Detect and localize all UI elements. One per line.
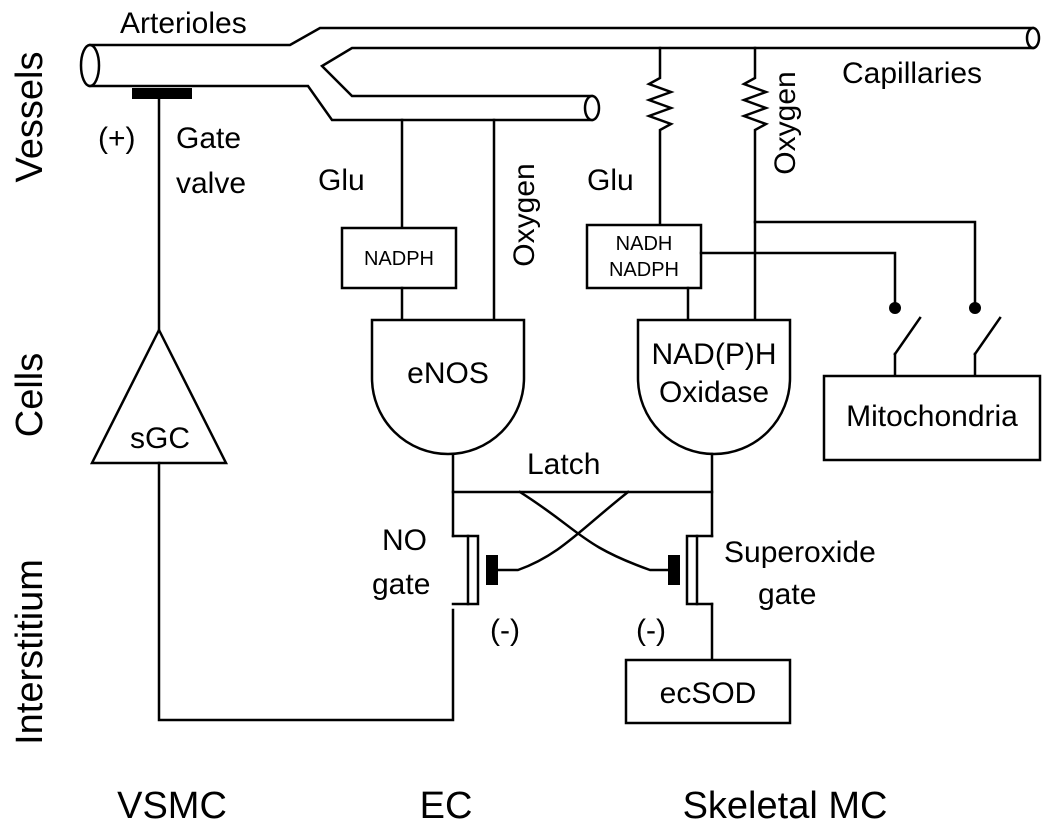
vessel-end-branch <box>583 94 601 122</box>
vessel-end-capillary-right <box>1025 26 1041 50</box>
no-to-sgc-line <box>157 461 455 722</box>
enos-gate <box>370 318 526 456</box>
no-gate-sign: (-) <box>490 614 520 647</box>
oxidase-label-line2: Oxidase <box>659 376 769 409</box>
ecsod-box <box>624 658 792 725</box>
superoxide-gate-sign: (-) <box>636 614 666 647</box>
column-label-ec: EC <box>420 785 473 827</box>
superoxide-gate-channel <box>685 534 699 606</box>
nadph-label: NADPH <box>364 248 434 270</box>
row-label-vessels: Vessels <box>9 52 51 183</box>
sgc-label: sGC <box>130 422 190 455</box>
gate-valve-bar <box>132 88 192 99</box>
vessel-tube <box>88 26 1035 122</box>
superoxide-gate-label-line2: gate <box>758 578 816 611</box>
ecsod-label: ecSOD <box>660 677 757 710</box>
latch-top-line <box>451 452 714 494</box>
no-gate-channel <box>466 534 480 606</box>
mitochondria-box <box>822 374 1042 462</box>
ec-glu-label: Glu <box>318 164 365 197</box>
oxidase-label-line1: NAD(P)H <box>652 338 777 371</box>
nadph-box <box>340 226 458 290</box>
gate-valve-label-line1: Gate <box>176 122 241 155</box>
mito-nadh-line <box>699 251 897 306</box>
vessel-end-left <box>79 43 101 88</box>
mc-glu-label: Glu <box>587 164 634 197</box>
row-label-cells: Cells <box>9 353 51 437</box>
no-gate-label-line1: NO <box>382 524 427 557</box>
nadh-nadph-label: NADPH <box>609 259 679 281</box>
nadh-nadph-box <box>585 223 703 290</box>
no-gate-bar <box>486 555 498 585</box>
gate-valve-label-line2: valve <box>176 167 246 200</box>
mc-oxygen-label: Oxygen <box>769 71 802 174</box>
mitochondria-label: Mitochondria <box>846 400 1018 433</box>
mc-oxygen-resistor <box>740 46 770 322</box>
mito-switch-2-blade <box>973 316 1002 356</box>
no-gate-label-line2: gate <box>372 568 430 601</box>
oxidase-gate <box>636 318 792 456</box>
mc-glu-resistor <box>645 46 675 230</box>
row-label-interstitium: Interstitium <box>9 559 51 745</box>
latch-cross-superoxide-to-no <box>490 490 630 572</box>
enos-label: eNOS <box>407 357 489 390</box>
latch-label: Latch <box>527 448 600 481</box>
capillaries-label: Capillaries <box>842 57 982 90</box>
superoxide-gate-bar <box>668 555 680 585</box>
mito-oxygen-line <box>753 220 977 306</box>
gate-valve-sign: (+) <box>98 122 136 155</box>
ec-oxygen-label: Oxygen <box>508 163 541 266</box>
column-label-vsmc: VSMC <box>117 785 227 827</box>
mito-switch-1-blade <box>893 316 922 356</box>
superoxide-gate-label-line1: Superoxide <box>724 536 876 569</box>
column-label-skeletal-mc: Skeletal MC <box>683 785 888 827</box>
mito-switch-2-pivot <box>969 302 981 314</box>
latch-cross-no-to-superoxide <box>518 490 678 572</box>
arterioles-label: Arterioles <box>120 7 247 40</box>
nadh-label: NADH <box>616 233 673 255</box>
mito-switch-1-pivot <box>889 302 901 314</box>
